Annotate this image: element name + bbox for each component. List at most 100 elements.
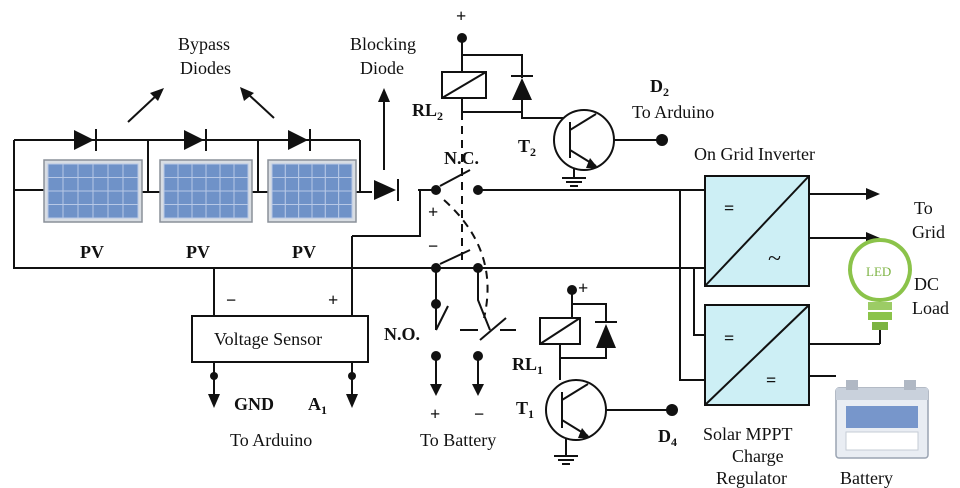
pv-cell (47, 190, 64, 205)
inverter-dc-symbol: = (724, 198, 734, 218)
dc-load-1: DC (914, 274, 939, 294)
pv-cell (338, 204, 353, 219)
bypass-diode-1 (74, 129, 97, 151)
pv-cell (324, 177, 340, 192)
pv-cell (191, 177, 207, 192)
voltage-sensor-label: Voltage Sensor (214, 329, 322, 349)
rl2-plus: + (456, 6, 466, 26)
pv-cell (271, 190, 286, 205)
nc-minus: − (428, 236, 438, 256)
pv-cell (92, 177, 109, 192)
pv-cell (324, 204, 340, 219)
pv-cell (298, 204, 313, 219)
pv-cell (77, 177, 94, 192)
bypass-label-1: Bypass (178, 34, 230, 54)
pv-cell (219, 204, 235, 219)
pv-cell (107, 163, 124, 178)
pv-cell (47, 177, 64, 192)
battery-minus: − (474, 404, 484, 424)
pv-cell (271, 177, 286, 192)
on-grid-inverter (704, 175, 880, 287)
led-bulb-icon (847, 237, 913, 344)
pv-cell (205, 204, 221, 219)
voltage-sensor (191, 315, 369, 408)
pv-cell (191, 204, 207, 219)
pv-cell (177, 190, 193, 205)
pv-cell (219, 177, 235, 192)
pv-cell (338, 177, 353, 192)
pv-cell (62, 190, 79, 205)
pv-cell (163, 163, 179, 178)
pv-cell (298, 190, 313, 205)
pv-cell (62, 177, 79, 192)
pv-cell (177, 163, 193, 178)
a1-label: A1 (308, 394, 327, 417)
pv-cell (62, 204, 79, 219)
pv-cell (177, 177, 193, 192)
pv-cell (205, 163, 221, 178)
pv-label-3: PV (292, 242, 316, 262)
pv-cell (311, 190, 326, 205)
to-arduino-top: To Arduino (632, 102, 714, 122)
pv-cell (163, 177, 179, 192)
inverter-label: On Grid Inverter (694, 144, 815, 164)
pv-cell (77, 163, 94, 178)
blocking-label-2: Diode (360, 58, 404, 78)
pv-cell (284, 204, 300, 219)
pv-cell (163, 204, 179, 219)
pv-panel-1 (43, 159, 143, 223)
t2-label: T2 (518, 136, 536, 159)
pv-cell (298, 163, 313, 178)
mppt-label-3: Regulator (716, 468, 787, 488)
pv-cell (284, 190, 300, 205)
mppt-label-2: Charge (732, 446, 784, 466)
pv-cell (311, 204, 326, 219)
relay-rl2 (441, 33, 568, 119)
pv-cell (122, 204, 139, 219)
pv-cell (92, 163, 109, 178)
to-battery-label: To Battery (420, 430, 496, 450)
rl1-label: RL1 (512, 354, 543, 377)
relay-linkage (443, 112, 489, 319)
pv-cell (191, 190, 207, 205)
to-grid-1: To (914, 198, 933, 218)
to-arduino-bottom: To Arduino (230, 430, 312, 450)
no-label: N.O. (384, 324, 420, 344)
switch-nc-bottom[interactable] (431, 249, 483, 273)
pv-cell (191, 163, 207, 178)
nc-plus: + (428, 202, 438, 222)
pv-cell (338, 163, 353, 178)
pv-panel-2 (159, 159, 253, 223)
pv-cell (163, 190, 179, 205)
bypass-diode-2 (184, 129, 207, 151)
transistor-t1 (545, 379, 678, 465)
pv-cell (233, 204, 249, 219)
transistor-t2 (553, 109, 668, 187)
pv-cell (284, 163, 300, 178)
inverter-ac-symbol: ~ (768, 246, 781, 272)
pv-cell (122, 177, 139, 192)
bypass-arrows (127, 87, 275, 123)
blocking-diode (374, 88, 399, 201)
battery-plus: + (430, 404, 440, 424)
pv-cell (219, 163, 235, 178)
pv-cell (107, 190, 124, 205)
blocking-label-1: Blocking (350, 34, 416, 54)
pv-cell (284, 177, 300, 192)
pv-cell (233, 163, 249, 178)
pv-cell (311, 163, 326, 178)
battery-label: Battery (840, 468, 893, 488)
t1-label: T1 (516, 398, 534, 421)
pv-label-1: PV (80, 242, 104, 262)
pv-cell (47, 204, 64, 219)
pv-cell (311, 177, 326, 192)
pv-cell (47, 163, 64, 178)
switch-no-contacts[interactable] (430, 299, 516, 396)
pv-cell (62, 163, 79, 178)
pv-cell (233, 177, 249, 192)
pv-cell (107, 204, 124, 219)
pv-cell (219, 190, 235, 205)
switch-nc-top[interactable] (431, 169, 483, 195)
